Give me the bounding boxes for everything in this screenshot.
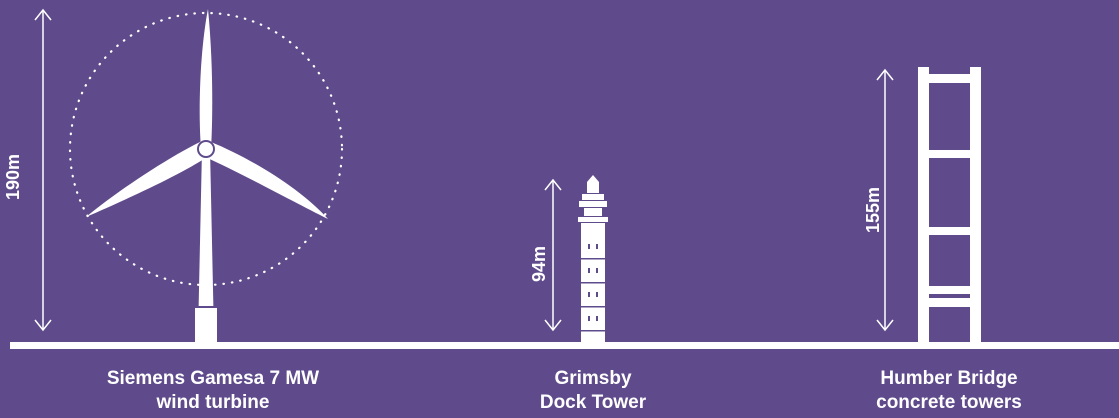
turbine-caption: Siemens Gamesa 7 MW wind turbine <box>43 367 383 415</box>
turbine-base <box>195 306 217 342</box>
bridge-tower-icon <box>918 67 981 342</box>
bridge-crossbeam-2 <box>929 150 970 158</box>
tower-balcony <box>578 217 608 222</box>
wind-turbine-icon <box>70 9 342 342</box>
turbine-blade-right <box>205 142 328 219</box>
bridge-caption: Humber Bridge concrete towers <box>779 367 1119 415</box>
tower-lantern <box>584 208 602 216</box>
tower-ledge-top <box>579 201 607 207</box>
dock-tower-caption-line1: Grimsby <box>423 367 763 391</box>
ground-line <box>10 342 1119 349</box>
dock-tower-caption-line2: Dock Tower <box>423 391 763 415</box>
bridge-height-label: 155m <box>863 187 883 233</box>
bridge-caption-line2: concrete towers <box>779 391 1119 415</box>
bridge-tower-leg-right <box>970 67 981 342</box>
turbine-height-arrow <box>35 10 51 330</box>
turbine-caption-line1: Siemens Gamesa 7 MW <box>43 367 383 391</box>
tower-spire <box>587 175 599 193</box>
bridge-caption-line1: Humber Bridge <box>779 367 1119 391</box>
dock-tower-height-label: 94m <box>529 246 549 282</box>
turbine-blade-left <box>86 141 207 217</box>
bridge-crossbeam-top <box>929 74 970 83</box>
turbine-caption-line2: wind turbine <box>43 391 383 415</box>
turbine-hub <box>198 141 214 157</box>
dock-tower-caption: Grimsby Dock Tower <box>423 367 763 415</box>
turbine-height-label: 190m <box>3 154 23 200</box>
tower-cap <box>582 194 604 200</box>
dock-tower-icon <box>578 175 608 342</box>
bridge-tower-leg-left <box>918 67 929 342</box>
bridge-crossbeam-4 <box>929 286 970 294</box>
bridge-crossbeam-3 <box>929 227 970 235</box>
turbine-blade-up <box>200 9 213 149</box>
bridge-crossbeam-5 <box>929 298 970 307</box>
